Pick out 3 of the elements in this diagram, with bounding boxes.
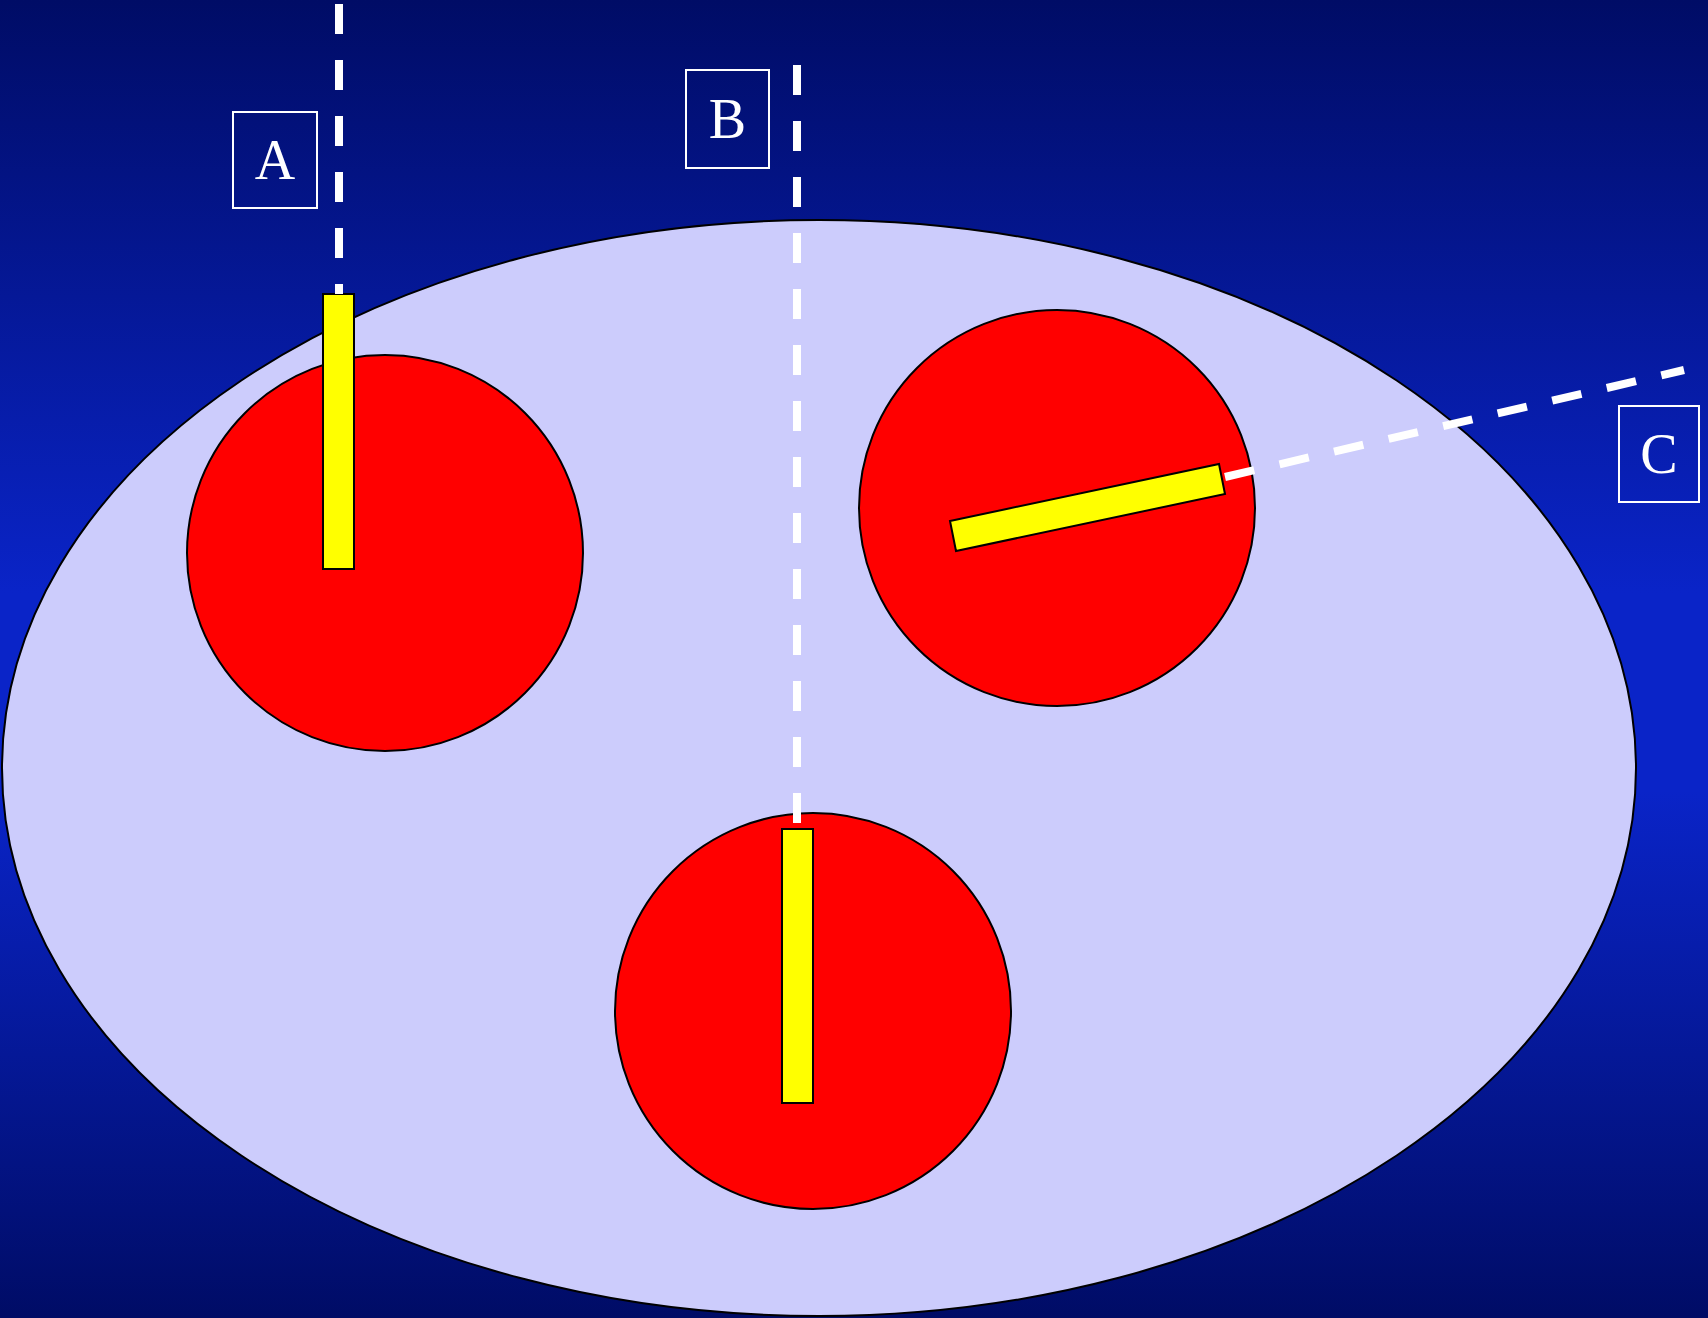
label-box: A: [232, 111, 318, 209]
label-box: C: [1618, 405, 1700, 503]
label-box: B: [685, 69, 770, 169]
